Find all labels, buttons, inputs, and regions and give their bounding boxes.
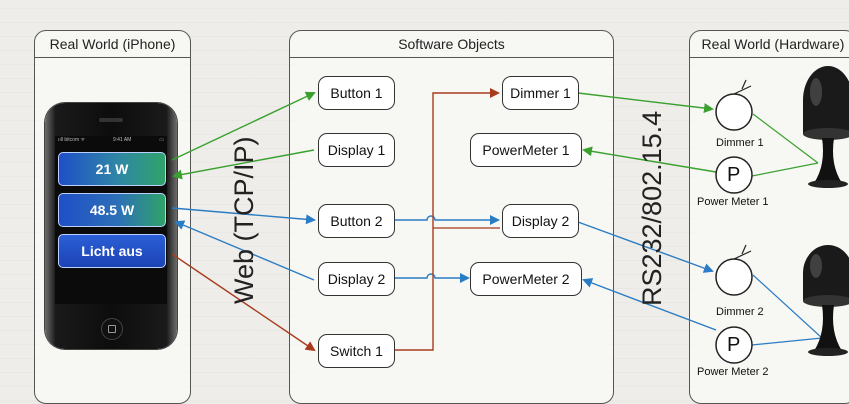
status-time: 9:41 AM bbox=[112, 137, 132, 143]
link-phone-to-switch1 bbox=[171, 253, 316, 352]
status-carrier: ııll bitcom ᯤ bbox=[58, 137, 86, 143]
earpiece bbox=[99, 118, 123, 122]
powermeter2-label: Power Meter 2 bbox=[697, 366, 769, 378]
link-phone-to-button1 bbox=[171, 91, 316, 161]
lamp-icon-2 bbox=[803, 245, 849, 356]
powermeter2-symbol-letter: P bbox=[727, 334, 741, 356]
lamp2-wire-a bbox=[752, 274, 823, 339]
phone-status-bar: ııll bitcom ᯤ 9:41 AM ▭ bbox=[55, 136, 167, 145]
serial-protocol-label: RS232/802.15.4 bbox=[637, 110, 667, 306]
link-button2-to-display2 bbox=[395, 215, 500, 225]
web-protocol-label: Web (TCP/IP) bbox=[229, 136, 259, 304]
dimmer1-symbol bbox=[715, 79, 753, 131]
link-powermeter2-to-hw bbox=[582, 278, 717, 331]
powermeter2-node: PowerMeter 2 bbox=[470, 262, 582, 296]
powermeter1-label: Power Meter 1 bbox=[697, 196, 769, 208]
link-switch1-to-dimmer1 bbox=[395, 88, 500, 351]
dimmer2-label: Dimmer 2 bbox=[716, 306, 764, 318]
link-dimmer1-to-hw bbox=[577, 92, 714, 114]
link-hw-to-powermeter1 bbox=[582, 146, 717, 173]
button2-node: Button 2 bbox=[318, 204, 395, 238]
link-display2-to-powermeter2 bbox=[395, 273, 470, 283]
lamp1-wire-b bbox=[751, 162, 819, 177]
iphone-panel-title: Real World (iPhone) bbox=[35, 31, 190, 58]
lamp2-wire-b bbox=[751, 337, 823, 346]
display2-left-node: Display 2 bbox=[318, 262, 395, 296]
powermeter1-symbol-letter: P bbox=[727, 164, 741, 186]
lamp-icon-1 bbox=[803, 66, 849, 188]
dimmer1-node: Dimmer 1 bbox=[502, 76, 579, 110]
battery-icon: ▭ bbox=[159, 137, 164, 143]
powermeter2-symbol bbox=[715, 326, 753, 364]
link-phone-to-button2 bbox=[171, 207, 316, 225]
display1-node: Display 1 bbox=[318, 133, 395, 167]
powermeter1-symbol bbox=[715, 156, 753, 194]
hardware-panel-title: Real World (Hardware) bbox=[690, 31, 849, 58]
dimmer1-label: Dimmer 1 bbox=[716, 137, 764, 149]
phone-screen: ııll bitcom ᯤ 9:41 AM ▭ 21 W 48.5 W Lich… bbox=[55, 136, 167, 304]
link-display2-to-dimmer2 bbox=[577, 221, 714, 273]
software-panel-title: Software Objects bbox=[290, 31, 613, 58]
phone-light-off-button[interactable]: Licht aus bbox=[58, 234, 166, 268]
powermeter1-node: PowerMeter 1 bbox=[470, 133, 582, 167]
home-button bbox=[101, 318, 123, 340]
link-display2-to-phone bbox=[174, 220, 315, 281]
iphone-illustration: ııll bitcom ᯤ 9:41 AM ▭ 21 W 48.5 W Lich… bbox=[45, 103, 177, 349]
phone-power-display-1[interactable]: 21 W bbox=[58, 152, 166, 186]
phone-power-display-2[interactable]: 48.5 W bbox=[58, 193, 166, 227]
link-display1-to-phone bbox=[172, 149, 315, 180]
lamp1-wire-a bbox=[752, 113, 819, 164]
button1-node: Button 1 bbox=[318, 76, 395, 110]
display2-right-node: Display 2 bbox=[502, 204, 579, 238]
dimmer2-symbol bbox=[715, 244, 753, 296]
switch1-node: Switch 1 bbox=[318, 334, 395, 368]
